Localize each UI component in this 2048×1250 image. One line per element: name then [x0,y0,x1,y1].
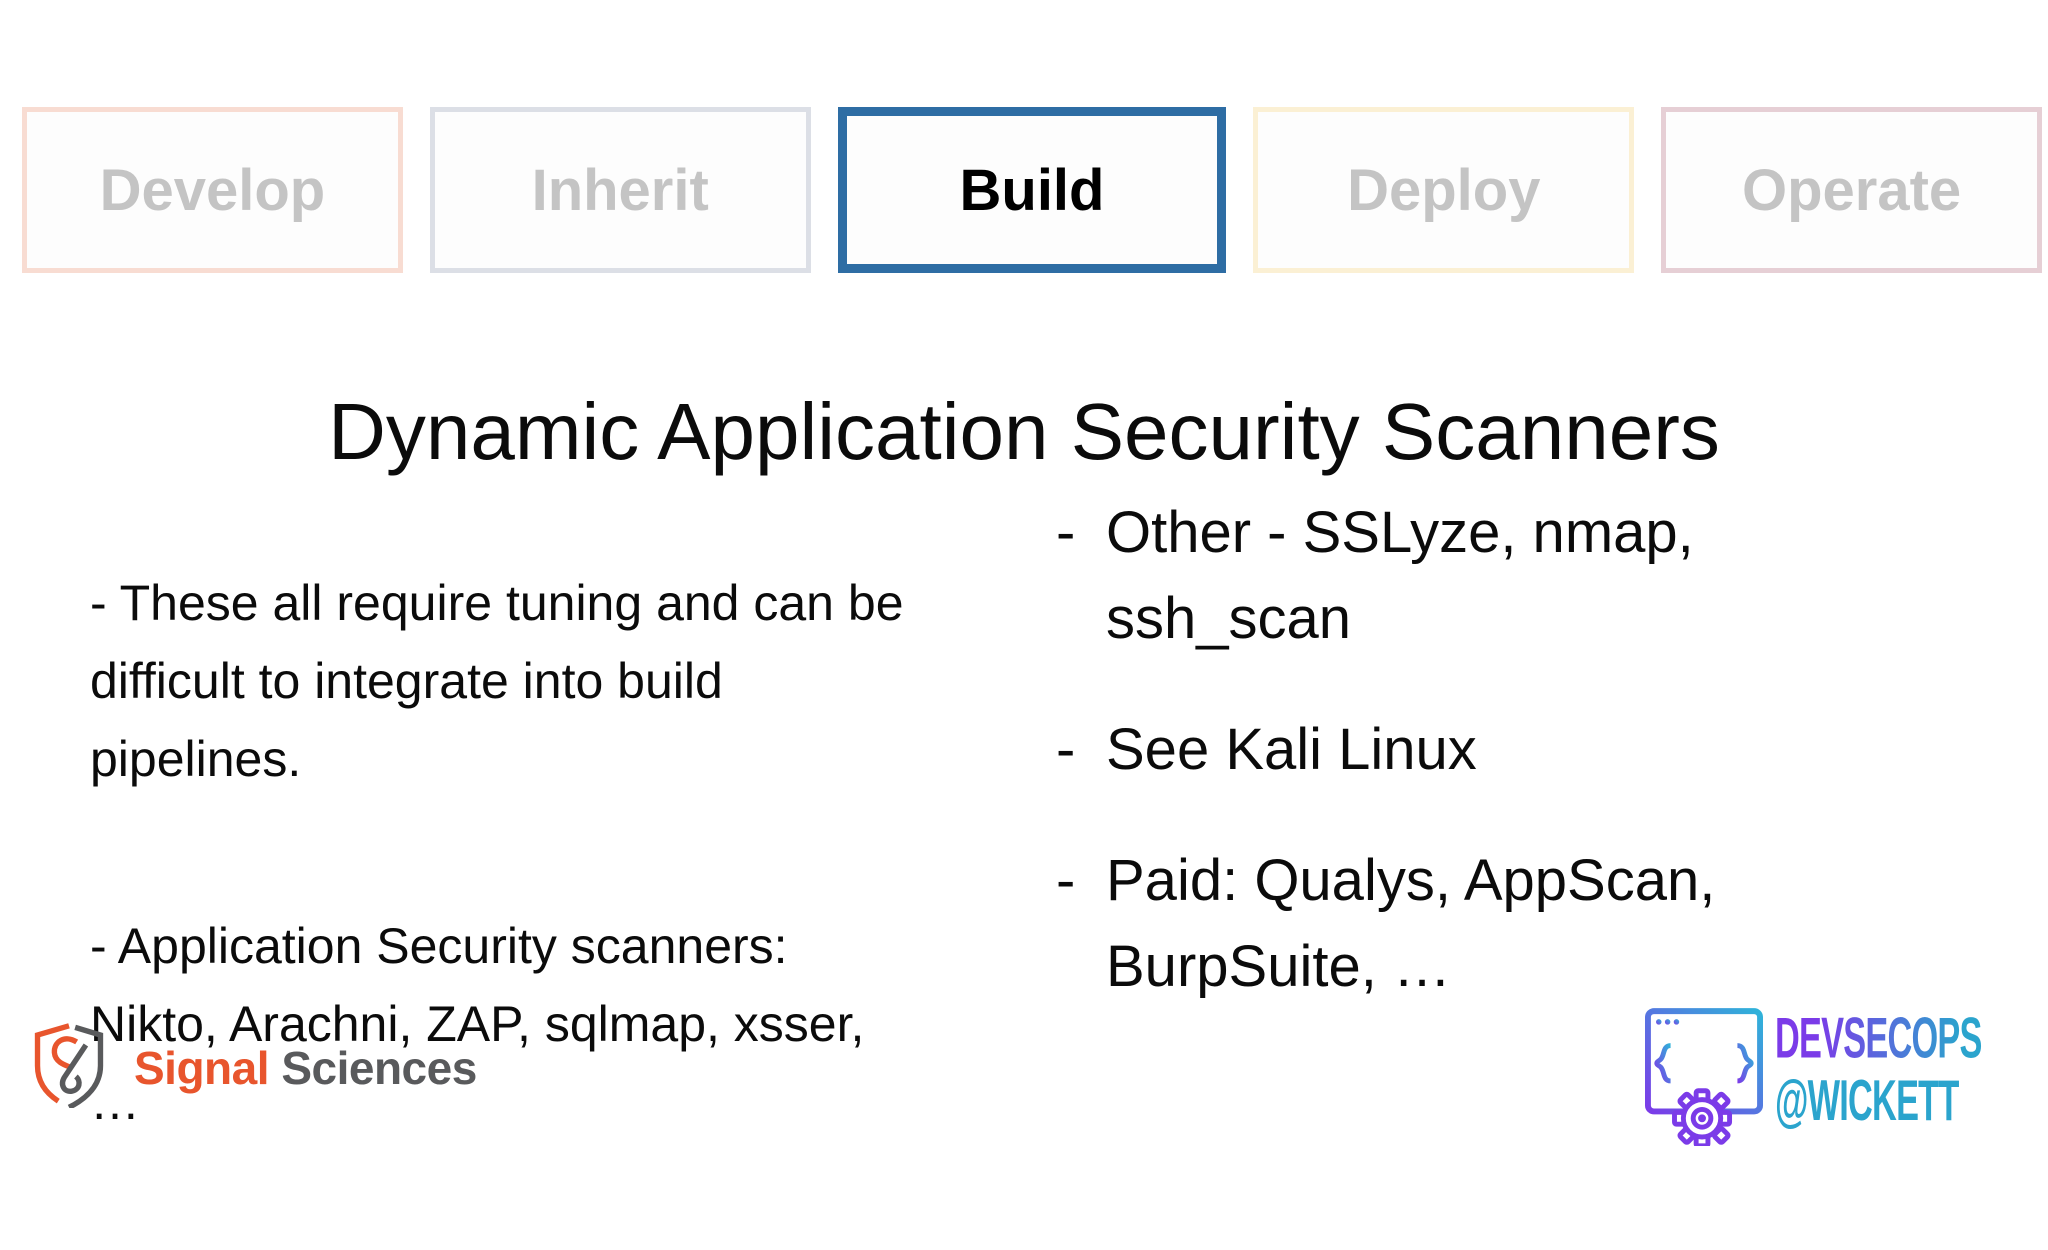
pipeline-tabs: Develop Inherit Build Deploy Operate [22,107,2042,273]
bullet-text: Other - SSLyze, nmap, ssh_scan [1106,500,1694,651]
pipeline-tab-build[interactable]: Build [837,107,1227,273]
shield-s-icon [30,1022,108,1113]
pipeline-tab-label: Develop [99,157,326,223]
wordmark-signal: Signal [134,1041,270,1094]
pipeline-tab-inherit[interactable]: Inherit [429,107,811,273]
wordmark-sciences: Sciences [281,1041,477,1094]
pipeline-tab-label: Deploy [1347,157,1541,223]
bullet-paid-tools: - Paid: Qualys, AppScan, BurpSuite, … [1056,838,1796,1010]
bullet-kali-linux: - See Kali Linux [1056,707,1796,793]
pipeline-tab-label: Inherit [531,157,709,223]
pipeline-tab-operate[interactable]: Operate [1661,107,2042,273]
devsecops-wordmark-line2: @WICKETT [1775,1069,1959,1133]
bullet-dash: - [1056,848,1076,913]
bullet-text: Paid: Qualys, AppScan, BurpSuite, … [1106,848,1716,999]
bullet-text: See Kali Linux [1106,717,1477,782]
devsecops-wordmark: DEVSECOPS @WICKETT [1775,1006,1982,1133]
bullet-dash: - [1056,500,1076,565]
pipeline-tab-develop[interactable]: Develop [22,107,403,273]
slide: Develop Inherit Build Deploy Operate Dyn… [22,107,2042,1151]
devsecops-wickett-logo: DEVSECOPS @WICKETT [1645,1006,2040,1151]
left-column: - These all require tuning and can be di… [90,486,1030,1250]
devsecops-wordmark-line1: DEVSECOPS [1775,1006,1982,1071]
bullet-tuning-difficulty: - These all require tuning and can be di… [90,575,904,787]
signal-sciences-wordmark: Signal Sciences [134,1041,477,1095]
signal-sciences-logo: Signal Sciences [30,1022,477,1113]
bullet-other-tools: - Other - SSLyze, nmap, ssh_scan [1056,490,1796,662]
bullet-dash: - [1056,717,1076,782]
pipeline-tab-label: Build [959,157,1105,223]
pipeline-tab-deploy[interactable]: Deploy [1253,107,1635,273]
bullet-appsec-scanners: - Application Security scanners: Nikto, … [90,918,865,1130]
page-title: Dynamic Application Security Scanners [328,386,1720,476]
pipeline-tab-label: Operate [1741,157,1962,223]
right-column: - Other - SSLyze, nmap, ssh_scan - See K… [1056,490,1796,1055]
code-window-gear-icon [1645,1008,1763,1151]
